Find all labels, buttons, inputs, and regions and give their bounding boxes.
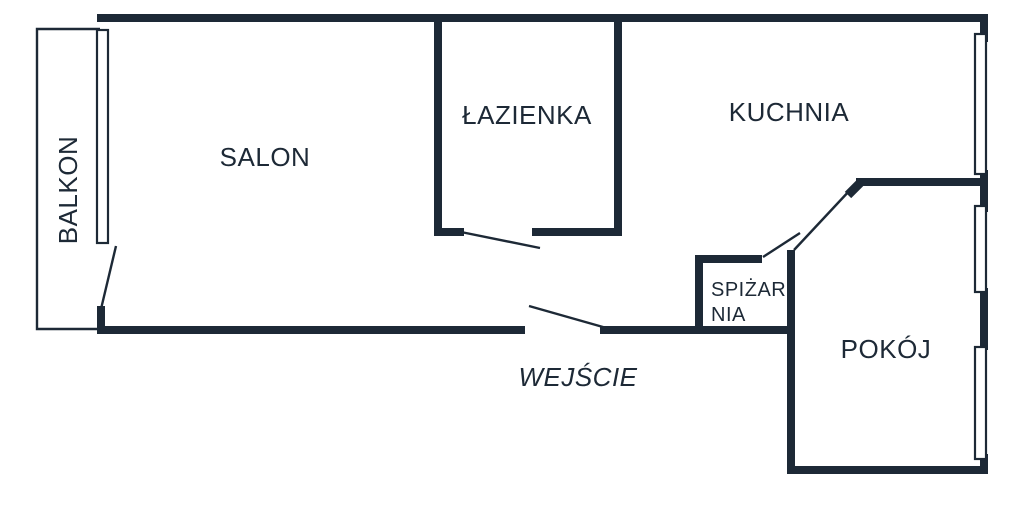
bathroom-right-wall (614, 14, 622, 236)
bathroom-door-swing (455, 229, 541, 250)
bathroom-left-wall (434, 14, 442, 236)
pantry-top-wall (695, 255, 762, 263)
room-left-wall (787, 250, 795, 474)
room-window-2 (973, 345, 988, 461)
kitchen-label: KUCHNIA (729, 97, 850, 127)
living-room-label: SALON (220, 142, 311, 172)
balcony-outline (35, 27, 100, 331)
room-top-wall (856, 178, 988, 186)
bathroom-bottom-wall-left (434, 228, 464, 236)
right-wall-segment-1 (980, 170, 988, 212)
room-top-wall-stub (844, 179, 864, 199)
room-pokoj-label: POKÓJ (841, 334, 932, 364)
living-room-left-wall-stub (97, 306, 105, 334)
balcony-label: BALKON (53, 136, 83, 245)
room-window-1 (973, 204, 988, 294)
room-bottom-wall (787, 466, 988, 474)
bottom-wall-left (97, 326, 525, 334)
pantry-label-line2: NIA (711, 304, 746, 326)
right-wall-top-corner (980, 14, 988, 42)
bathroom-bottom-wall-right (532, 228, 622, 236)
pantry-door-swing (762, 231, 801, 259)
right-wall-segment-2 (980, 288, 988, 350)
pantry-left-wall (695, 255, 703, 334)
kitchen-window (973, 32, 988, 176)
balcony-door-swing (99, 245, 118, 310)
top-exterior-wall (97, 14, 988, 22)
balcony-door-window (95, 28, 110, 245)
pantry-label-line1: SPIŻAR (711, 278, 786, 301)
right-wall-bottom-corner (980, 454, 988, 474)
entrance-label: WEJŚCIE (518, 362, 637, 392)
bathroom-label: ŁAZIENKA (462, 100, 592, 130)
entrance-door-swing (528, 304, 611, 331)
room-door-swing (793, 188, 852, 251)
